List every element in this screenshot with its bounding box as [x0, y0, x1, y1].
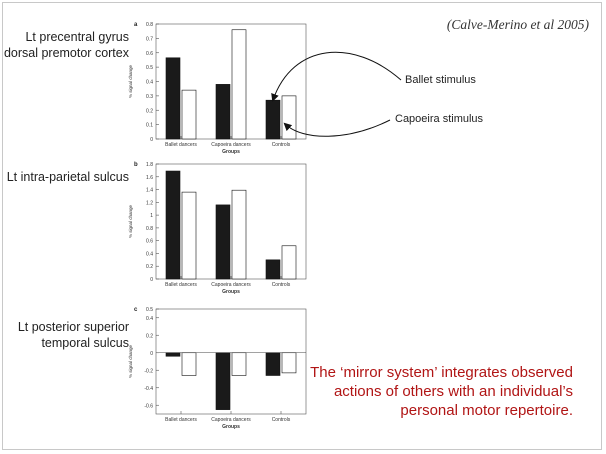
- x-tick-label: Controls: [272, 417, 291, 423]
- bar-ballet: [215, 352, 231, 410]
- bar-ballet: [165, 170, 181, 280]
- y-tick-label: 0.5: [146, 65, 153, 71]
- bar-capoeira: [231, 29, 247, 140]
- capoeira-stimulus-label: Capoeira stimulus: [395, 113, 484, 125]
- region-label-intraparietal: Lt intra-parietal sulcus: [6, 170, 129, 184]
- bar-capoeira: [181, 191, 197, 280]
- bar-ballet: [165, 352, 181, 357]
- region-label-precentral: Lt precentral gyrus dorsal premotor cort…: [3, 30, 129, 60]
- slide: (Calve-Merino et al 2005) Lt precentral …: [2, 2, 602, 450]
- x-tick-label: Ballet dancers: [165, 417, 197, 423]
- panel-letter: b: [134, 162, 138, 168]
- y-tick-label: 0.4: [146, 80, 153, 86]
- y-tick-label: 1.6: [146, 175, 153, 181]
- y-tick-label: 0.4: [146, 251, 153, 257]
- bar-capoeira: [231, 189, 247, 280]
- y-tick-label: 0.2: [146, 264, 153, 270]
- y-tick-label: 0.6: [146, 239, 153, 245]
- chart-panel-a: 0 0.1 0.2 0.3 0.4 0.5 0.6 0.7 0.8 a % signal chang…: [128, 22, 307, 155]
- ballet-stimulus-label: Ballet stimulus: [405, 74, 476, 86]
- panel-letter: c: [134, 307, 138, 313]
- x-axis-label: Groups: [222, 149, 240, 155]
- y-tick-label: 1.2: [146, 200, 153, 206]
- y-tick-label: 0.2: [146, 333, 153, 339]
- ballet-arrow: [271, 51, 402, 102]
- bar-capoeira: [281, 245, 297, 280]
- y-tick-label: 0.7: [146, 36, 153, 42]
- bar-ballet: [215, 84, 231, 140]
- x-axis-label: Groups: [222, 424, 240, 430]
- chart-panel-b: 0 0.2 0.4 0.6 0.8 1 1.2 1.4 1.6 1.8 b % signal chan…: [128, 162, 307, 295]
- y-tick-label: 0.4: [146, 316, 153, 322]
- x-tick-label: Ballet dancers: [165, 282, 197, 288]
- bar-ballet: [165, 57, 181, 140]
- y-tick-label: 0.5: [146, 307, 153, 313]
- x-tick-label: Ballet dancers: [165, 142, 197, 148]
- chart-panel-c: -0.6 -0.4 -0.2 0 0.2 0.4 0.5 c % signal changeBa…: [128, 307, 307, 430]
- y-tick-label: 0.6: [146, 51, 153, 57]
- x-tick-label: Capoeira dancers: [211, 417, 251, 423]
- y-tick-label: 0: [150, 277, 153, 283]
- bar-ballet: [265, 99, 281, 140]
- bar-capoeira: [181, 352, 197, 376]
- citation: (Calve-Merino et al 2005): [446, 17, 589, 32]
- bar-ballet: [265, 352, 281, 376]
- y-tick-label: 0.3: [146, 94, 153, 100]
- y-axis-label: % signal change: [128, 64, 133, 98]
- y-axis-label: % signal change: [128, 344, 133, 378]
- conclusion-text: The ‘mirror system’ integrates observed …: [310, 364, 573, 419]
- x-tick-label: Controls: [272, 142, 291, 148]
- bar-capoeira: [281, 352, 297, 374]
- y-tick-label: 1: [150, 213, 153, 219]
- y-tick-label: -0.4: [144, 386, 153, 392]
- capoeira-arrow: [283, 119, 391, 137]
- bar-ballet: [265, 259, 281, 280]
- y-axis-label: % signal change: [128, 204, 133, 238]
- bar-capoeira: [281, 95, 297, 140]
- bar-ballet: [215, 204, 231, 280]
- y-tick-label: 0.1: [146, 123, 153, 129]
- y-tick-label: 0: [150, 137, 153, 143]
- bar-capoeira: [231, 352, 247, 376]
- y-tick-label: 1.8: [146, 162, 153, 168]
- y-tick-label: 0: [150, 351, 153, 357]
- y-tick-label: 0.8: [146, 22, 153, 28]
- panel-letter: a: [134, 22, 138, 28]
- x-tick-label: Controls: [272, 282, 291, 288]
- x-axis-label: Groups: [222, 289, 240, 295]
- x-tick-label: Capoeira dancers: [211, 142, 251, 148]
- region-label-psts: Lt posterior superior temporal sulcus: [17, 320, 129, 350]
- x-tick-label: Capoeira dancers: [211, 282, 251, 288]
- y-tick-label: 1.4: [146, 188, 153, 194]
- y-tick-label: -0.6: [144, 403, 153, 409]
- y-tick-label: 0.8: [146, 226, 153, 232]
- y-tick-label: 0.2: [146, 108, 153, 114]
- bar-capoeira: [181, 89, 197, 140]
- charts-canvas: 0 0.1 0.2 0.3 0.4 0.5 0.6 0.7 0.8 a % signal chang…: [128, 22, 402, 430]
- y-tick-label: -0.2: [144, 368, 153, 374]
